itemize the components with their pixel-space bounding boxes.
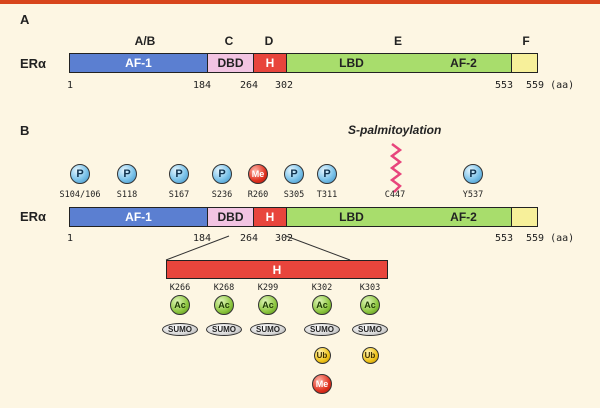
sumo-icon-k303: SUMO — [352, 323, 388, 336]
tick-b-184: 184 — [193, 233, 212, 244]
lysine-label-k266: K266 — [169, 283, 191, 293]
acetyl-icon-k268: Ac — [214, 295, 234, 315]
segment-hinge: H — [253, 53, 287, 73]
palmitoyl-chain-icon — [389, 143, 403, 193]
lysine-label-k302: K302 — [311, 283, 333, 293]
lysine-label-k299: K299 — [257, 283, 279, 293]
acetyl-icon-k299: Ac — [258, 295, 278, 315]
palmitoylation-label: S-palmitoylation — [348, 123, 442, 137]
tick-b-1: 1 — [67, 233, 74, 244]
phospho-icon-s305: P — [284, 164, 304, 184]
lysine-label-k268: K268 — [213, 283, 235, 293]
zoom-line-left — [165, 235, 230, 261]
tick-184: 184 — [193, 80, 212, 91]
sumo-icon-k268: SUMO — [206, 323, 242, 336]
tick-1: 1 — [67, 80, 74, 91]
tick-553: 553 — [495, 80, 514, 91]
domain-letter-f: F — [522, 34, 530, 48]
segment-hinge-b: H — [253, 207, 287, 227]
zoom-line-right — [285, 235, 351, 261]
domain-letter-c: C — [224, 34, 234, 48]
site-label-s305: S305 — [283, 190, 305, 200]
sumo-icon-k299: SUMO — [250, 323, 286, 336]
sumo-icon-k266: SUMO — [162, 323, 198, 336]
phospho-icon-t311: P — [317, 164, 337, 184]
tick-559: 559 (aa) — [526, 80, 575, 91]
phospho-icon-s167: P — [169, 164, 189, 184]
phospho-icon-y537: P — [463, 164, 483, 184]
ubiquitin-icon-k302: Ub — [313, 347, 331, 364]
domain-letter-e: E — [393, 34, 402, 48]
hinge-expanded-bar: H — [166, 260, 388, 279]
segment-dbd-b: DBD — [207, 207, 254, 227]
tick-264: 264 — [240, 80, 259, 91]
panel-a-protein-label: ERα — [20, 56, 47, 71]
site-label-y537: Y537 — [462, 190, 484, 200]
segment-f-b — [511, 207, 538, 227]
segment-af2-b: AF-2 — [416, 207, 512, 227]
segment-f — [511, 53, 538, 73]
methyl-icon-k302: Me — [312, 374, 332, 394]
acetyl-icon-k303: Ac — [360, 295, 380, 315]
tick-b-302: 302 — [275, 233, 294, 244]
ubiquitin-icon-k303: Ub — [361, 347, 379, 364]
tick-b-553: 553 — [495, 233, 514, 244]
tick-302: 302 — [275, 80, 294, 91]
methyl-icon-r260: Me — [248, 164, 268, 184]
domain-letter-d: D — [264, 34, 274, 48]
phospho-icon-s236: P — [212, 164, 232, 184]
site-label-s167: S167 — [168, 190, 190, 200]
site-label-c447: C447 — [384, 190, 406, 200]
acetyl-icon-k302: Ac — [312, 295, 332, 315]
phospho-icon-s104: P — [70, 164, 90, 184]
site-label-r260: R260 — [247, 190, 269, 200]
site-label-s104-106: S104/106 — [59, 190, 101, 200]
site-label-s118: S118 — [116, 190, 138, 200]
sumo-icon-k302: SUMO — [304, 323, 340, 336]
segment-af1-b: AF-1 — [69, 207, 208, 227]
site-label-s236: S236 — [211, 190, 233, 200]
connector-lines — [165, 143, 403, 261]
segment-af1: AF-1 — [69, 53, 208, 73]
lysine-label-k303: K303 — [359, 283, 381, 293]
segment-lbd-b: LBD — [286, 207, 416, 227]
panel-b-protein-label: ERα — [20, 209, 47, 224]
segment-af2: AF-2 — [416, 53, 512, 73]
tick-b-264: 264 — [240, 233, 259, 244]
domain-letter-ab: A/B — [134, 34, 156, 48]
acetyl-icon-k266: Ac — [170, 295, 190, 315]
segment-lbd: LBD — [286, 53, 416, 73]
panel-a-letter: A — [20, 12, 30, 27]
site-label-t311: T311 — [316, 190, 338, 200]
panel-b-letter: B — [20, 123, 30, 138]
tick-b-559: 559 (aa) — [526, 233, 575, 244]
segment-dbd: DBD — [207, 53, 254, 73]
phospho-icon-s118: P — [117, 164, 137, 184]
